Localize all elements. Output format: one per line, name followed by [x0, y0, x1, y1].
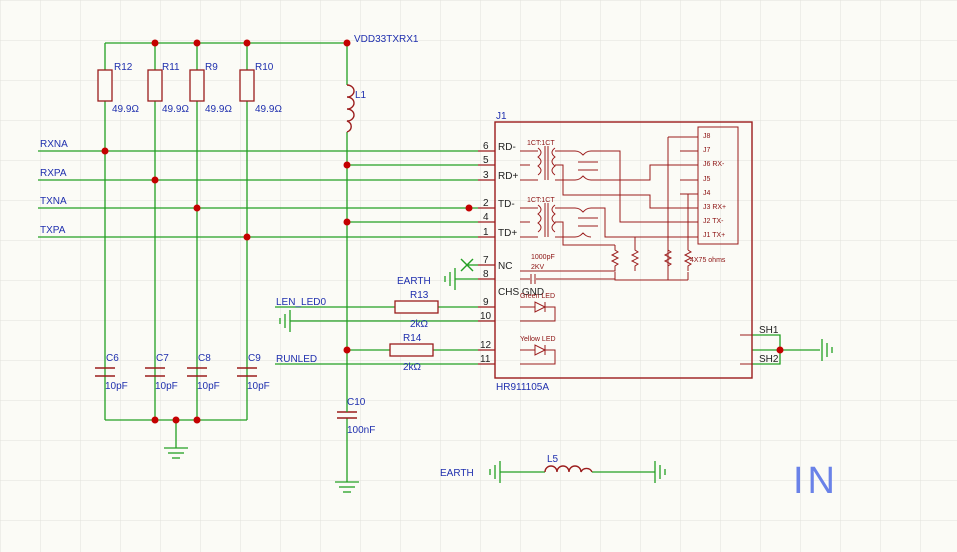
rj45-pin: J1 TX+ — [703, 232, 725, 239]
rj45-pin: J6 RX- — [703, 161, 725, 168]
j1-pin-num: 8 — [483, 269, 489, 280]
capacitor-bank — [95, 367, 257, 377]
earth-icon — [489, 461, 501, 483]
junctions — [101, 39, 784, 424]
inductor-l1[interactable] — [346, 84, 355, 133]
transformer1-label: 1CT:1CT — [527, 140, 555, 147]
r13-ref: R13 — [410, 290, 429, 301]
j1-pin-num: 5 — [483, 155, 489, 166]
j1-ref: J1 — [496, 111, 507, 122]
j1-pin-num: 10 — [480, 311, 492, 322]
net-rxpa-label: RXPA — [40, 168, 67, 179]
l5-ref: L5 — [547, 454, 559, 465]
j1-pin-num: 1 — [483, 227, 489, 238]
l1-ref: L1 — [355, 90, 367, 101]
net-txna-label: TXNA — [40, 196, 67, 207]
r14-ref: R14 — [403, 333, 422, 344]
c6-value: 10pF — [105, 381, 128, 392]
ground-icon — [164, 447, 188, 459]
j1-pin-num: 11 — [480, 354, 491, 365]
c9-ref: C9 — [248, 353, 261, 364]
j1-sh1: SH1 — [759, 325, 779, 336]
c6-ref: C6 — [106, 353, 119, 364]
j1-pin-num: 2 — [483, 198, 489, 209]
capacitor-c6[interactable] — [95, 367, 115, 377]
j1-pin-num: 4 — [483, 212, 489, 223]
r9-ref: R9 — [205, 62, 218, 73]
watermark-text: IN — [793, 460, 839, 502]
no-connect-icon — [460, 258, 474, 272]
c7-value: 10pF — [155, 381, 178, 392]
c8-ref: C8 — [198, 353, 211, 364]
net-len-led-label: LEN_LED0 — [276, 297, 326, 308]
j1-pin-num: 12 — [480, 340, 492, 351]
earth-icon — [444, 268, 456, 290]
net-earth-bottom-label: EARTH — [440, 468, 474, 479]
j1-pin-name: TD+ — [498, 228, 517, 239]
resistor-r12[interactable] — [97, 69, 113, 102]
hv-cap-value: 1000pF — [531, 254, 555, 261]
j1-pin-name: TD- — [498, 199, 515, 210]
c10-value: 100nF — [347, 425, 375, 436]
rj45-pin: J2 TX- — [703, 218, 724, 225]
net-earth-label: EARTH — [397, 276, 431, 287]
resistor-r11[interactable] — [147, 69, 163, 102]
r11-ref: R11 — [162, 62, 180, 73]
r13-value: 2kΩ — [410, 319, 429, 330]
r14-value: 2kΩ — [403, 362, 422, 373]
earth-icon — [654, 461, 666, 483]
r12-value: 49.9Ω — [112, 104, 139, 115]
c8-value: 10pF — [197, 381, 220, 392]
capacitor-c9[interactable] — [237, 367, 257, 377]
c7-ref: C7 — [156, 353, 169, 364]
r11-value: 49.9Ω — [162, 104, 189, 115]
resistor-r13[interactable] — [394, 300, 439, 314]
earth-icon — [821, 339, 833, 361]
net-vdd-label: VDD33TXRX1 — [354, 34, 419, 45]
capacitor-c7[interactable] — [145, 367, 165, 377]
j1-pin-num: 9 — [483, 297, 489, 308]
rj45-pin: J4 — [703, 190, 711, 197]
j1-pins — [478, 150, 495, 365]
yellow-led-label: Yellow LED — [520, 336, 556, 343]
r9-value: 49.9Ω — [205, 104, 232, 115]
j1-chs-gnd: CHS GND — [498, 287, 544, 298]
earth-icon — [279, 310, 291, 332]
green-led-label: Green LED — [520, 293, 555, 300]
r10-value: 49.9Ω — [255, 104, 282, 115]
net-rxna-label: RXNA — [40, 139, 68, 150]
c10-ref: C10 — [347, 397, 366, 408]
net-runled-label: RUNLED — [276, 354, 317, 365]
j1-part: HR911105A — [496, 382, 549, 393]
connector-j1-body[interactable] — [494, 121, 753, 379]
resistor-r14[interactable] — [389, 343, 434, 357]
j1-pin-num: 6 — [483, 141, 489, 152]
hv-cap-voltage: 2KV — [531, 264, 545, 271]
resistor-bank — [97, 69, 255, 102]
resistor-r10[interactable] — [239, 69, 255, 102]
j1-internal-wiring — [520, 126, 752, 365]
r12-ref: R12 — [114, 62, 133, 73]
resistor-pack-label: 4X75 ohms — [690, 257, 726, 264]
j1-pin-name: NC — [498, 261, 512, 272]
j1-pin-name: RD- — [498, 142, 516, 153]
rj45-pin: J7 — [703, 147, 711, 154]
rj45-pin: J5 — [703, 176, 711, 183]
c9-value: 10pF — [247, 381, 270, 392]
r10-ref: R10 — [255, 62, 274, 73]
rj45-pin: J8 — [703, 133, 711, 140]
resistor-r9[interactable] — [189, 69, 205, 102]
rj45-pin: J3 RX+ — [703, 204, 726, 211]
inductor-l5[interactable] — [544, 465, 593, 473]
j1-sh2: SH2 — [759, 354, 779, 365]
j1-pin-name: RD+ — [498, 171, 518, 182]
j1-pin-num: 7 — [483, 255, 489, 266]
transformer2-label: 1CT:1CT — [527, 197, 555, 204]
j1-pin-num: 3 — [483, 170, 489, 181]
ground-icon — [335, 481, 359, 493]
net-txpa-label: TXPA — [40, 225, 66, 236]
capacitor-c8[interactable] — [187, 367, 207, 377]
